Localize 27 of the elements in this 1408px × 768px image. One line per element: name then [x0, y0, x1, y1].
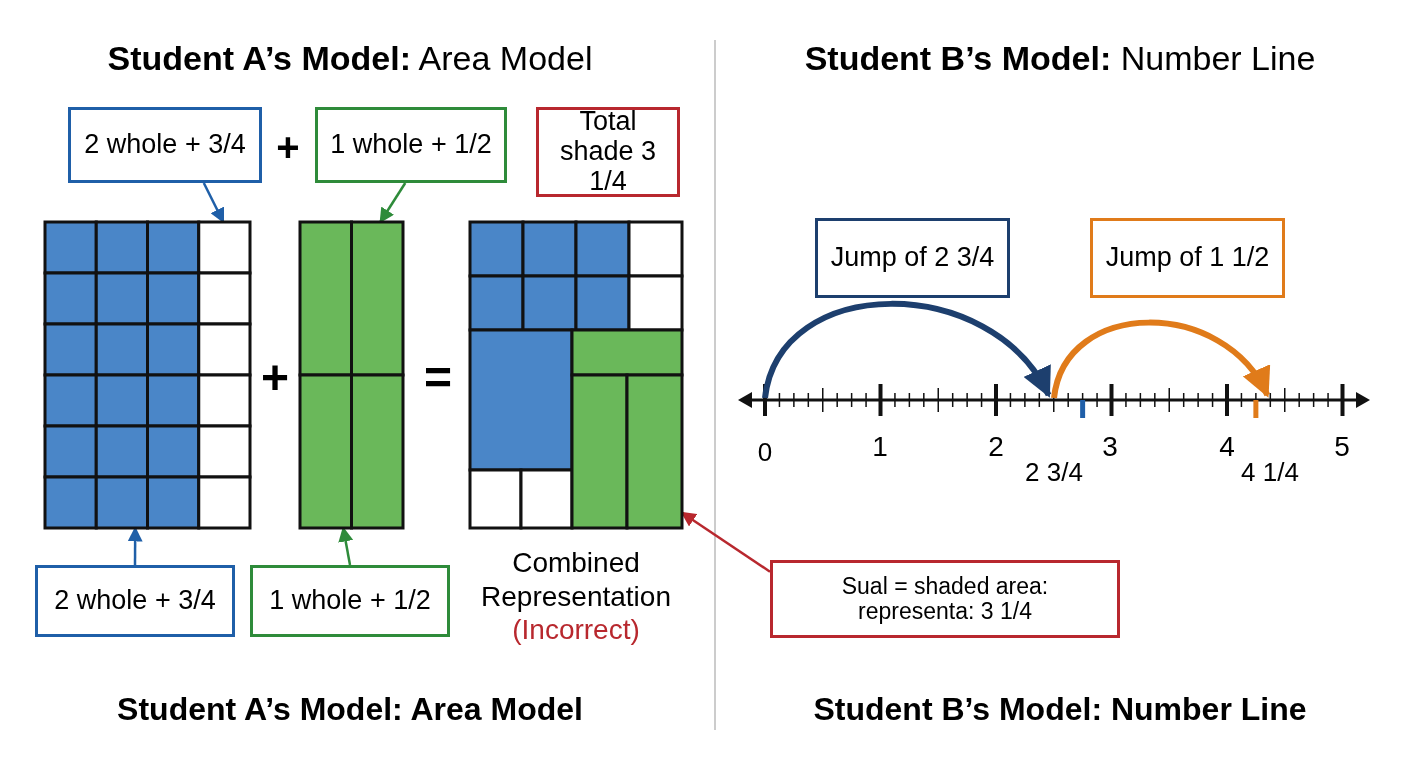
tick-label: 2 3/4 [1027, 398, 1081, 490]
jump-arc [1051, 319, 1270, 399]
plus-sign: + [275, 125, 301, 169]
jump-label-box: Jump of 1 1/2 [1090, 218, 1285, 298]
heading: Student A’s Model: Area Model [106, 40, 594, 78]
tick-label: 4 1/4 [1243, 398, 1297, 490]
heading: Student B’s Model: Number Line [803, 40, 1317, 78]
heading: Student A’s Model: Area Model [116, 692, 584, 728]
tick-label: 5 [1333, 432, 1351, 463]
label-box: 2 whole + 3/4 [35, 565, 235, 637]
equals-sign: = [423, 352, 453, 405]
jump-arc [762, 300, 1052, 399]
jump-label-box: Jump of 2 3/4 [815, 218, 1010, 298]
heading: Student B’s Model: Number Line [812, 692, 1308, 728]
note-box: Sual = shaded area: representa: 3 1/4 [770, 560, 1120, 638]
plus-sign: + [260, 352, 290, 405]
tick-label: 0 [745, 398, 785, 470]
tick-label: 1 [871, 432, 889, 463]
label-box: 1 whole + 1/2 [315, 107, 507, 183]
tick-label: 4 [1218, 432, 1236, 463]
tick-label: 3 [1101, 432, 1119, 463]
total-box: Total shade 3 1/4 [536, 107, 680, 197]
label-box: 2 whole + 3/4 [68, 107, 262, 183]
tick-label: 2 [987, 432, 1005, 463]
label-box: 1 whole + 1/2 [250, 565, 450, 637]
caption-text: (Incorrect) [512, 613, 640, 647]
caption-text: Combined Representation [480, 546, 672, 614]
